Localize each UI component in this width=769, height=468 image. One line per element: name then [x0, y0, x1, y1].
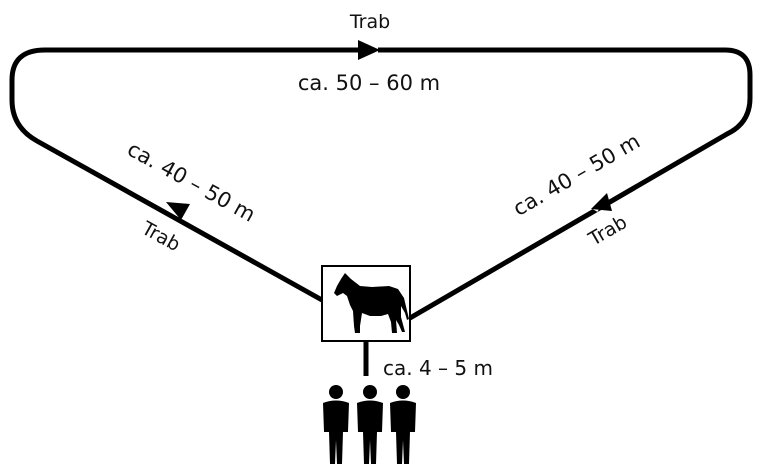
left-distance-label: ca. 40 – 50 m: [123, 137, 259, 227]
right-gait-label: Trab: [584, 211, 631, 251]
person-icon: [323, 385, 416, 464]
left-gap: [145, 181, 160, 199]
horse-icon: [334, 273, 409, 333]
course-path: [9, 47, 753, 321]
top-gait-label: Trab: [349, 11, 390, 33]
top-arrowhead: [358, 40, 380, 60]
left-arrowhead: [166, 202, 190, 220]
left-gait-label: Trab: [137, 217, 184, 256]
right-distance-label: ca. 40 – 50 m: [509, 129, 644, 221]
right-arrowhead: [591, 193, 612, 211]
observer-distance-label: ca. 4 – 5 m: [383, 356, 493, 380]
top-distance-label: ca. 50 – 60 m: [298, 71, 440, 95]
